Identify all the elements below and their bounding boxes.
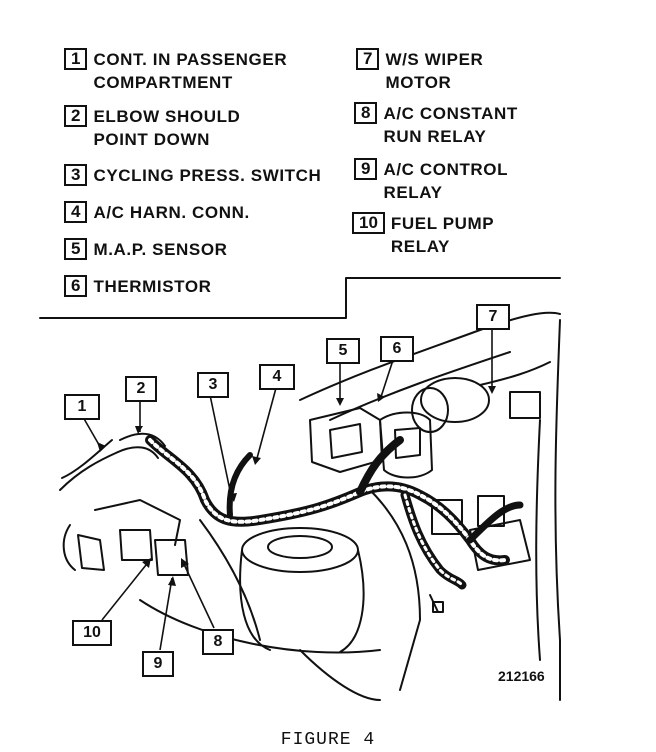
legend-number-2: 2 — [64, 105, 88, 127]
legend-number-8: 8 — [354, 102, 378, 124]
callout-10: 10 — [72, 620, 112, 646]
legend-text-4: A/C HARN. CONN. — [93, 203, 250, 222]
callout-3: 3 — [197, 372, 229, 398]
legend-item-8: 8 A/C CONSTANT RUN RELAY — [354, 102, 518, 148]
callout-2: 2 — [125, 376, 157, 402]
legend-number-10: 10 — [352, 212, 385, 234]
legend-number-1: 1 — [64, 48, 88, 70]
callout-7: 7 — [476, 304, 510, 330]
legend-number-4: 4 — [64, 201, 88, 223]
legend-item-7: 7 W/S WIPER MOTOR — [356, 48, 483, 94]
legend-number-9: 9 — [354, 158, 378, 180]
legend-text-10: FUEL PUMP RELAY — [390, 214, 495, 256]
legend-text-7: W/S WIPER MOTOR — [385, 50, 484, 92]
legend-item-6: 6 THERMISTOR — [64, 275, 212, 298]
legend-text-6: THERMISTOR — [93, 277, 212, 296]
legend-text-8: A/C CONSTANT RUN RELAY — [383, 104, 518, 146]
legend-number-5: 5 — [64, 238, 88, 260]
legend-text-5: M.A.P. SENSOR — [93, 240, 228, 259]
figure-id-number: 212166 — [498, 668, 545, 684]
legend-number-3: 3 — [64, 164, 88, 186]
legend-item-1: 1 CONT. IN PASSENGER COMPARTMENT — [64, 48, 287, 94]
legend-number-7: 7 — [356, 48, 380, 70]
callout-5: 5 — [326, 338, 360, 364]
legend-item-5: 5 M.A.P. SENSOR — [64, 238, 228, 261]
legend-text-1: CONT. IN PASSENGER COMPARTMENT — [93, 50, 288, 92]
callout-4: 4 — [259, 364, 295, 390]
callout-6: 6 — [380, 336, 414, 362]
legend-text-3: CYCLING PRESS. SWITCH — [93, 166, 322, 185]
legend-text-9: A/C CONTROL RELAY — [383, 160, 509, 202]
legend-text-2: ELBOW SHOULD POINT DOWN — [93, 107, 241, 149]
legend-item-4: 4 A/C HARN. CONN. — [64, 201, 250, 224]
legend-item-2: 2 ELBOW SHOULD POINT DOWN — [64, 105, 240, 151]
callout-1: 1 — [64, 394, 100, 420]
callout-9: 9 — [142, 651, 174, 677]
figure-caption: FIGURE 4 — [280, 730, 376, 750]
callout-8: 8 — [202, 629, 234, 655]
legend-item-10: 10 FUEL PUMP RELAY — [352, 212, 494, 258]
legend-item-9: 9 A/C CONTROL RELAY — [354, 158, 508, 204]
legend-item-3: 3 CYCLING PRESS. SWITCH — [64, 164, 321, 187]
legend-number-6: 6 — [64, 275, 88, 297]
